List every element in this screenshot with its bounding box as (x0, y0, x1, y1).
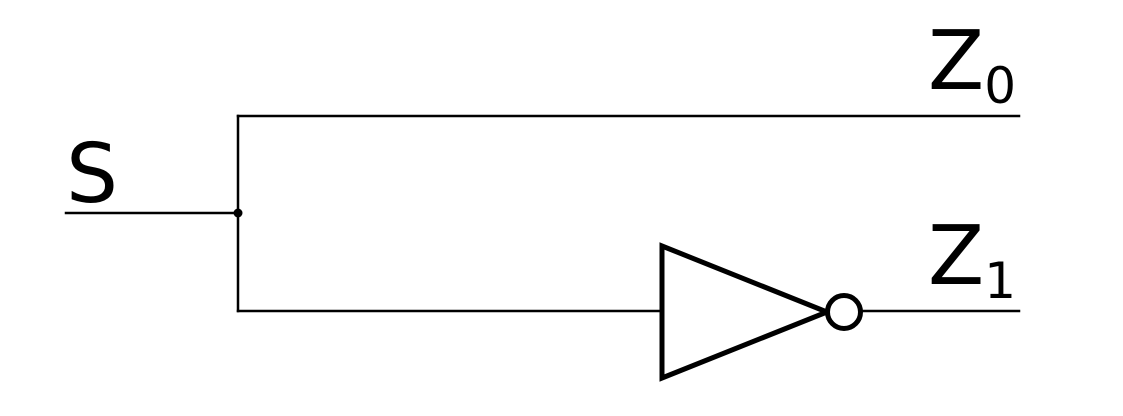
input-label-s: S (66, 127, 118, 222)
junction-dot (233, 208, 243, 218)
not-gate-icon (659, 242, 863, 382)
output-label-z0: Z0 (928, 14, 1016, 115)
output-label-z0-letter: Z (928, 14, 984, 109)
output-label-z1-letter: Z (928, 209, 984, 304)
output-label-z1: Z1 (928, 209, 1016, 310)
output-label-z1-subscript: 1 (984, 252, 1016, 310)
output-label-z0-subscript: 0 (984, 57, 1016, 115)
not-gate-triangle (659, 242, 834, 382)
not-gate-bubble (825, 293, 863, 331)
